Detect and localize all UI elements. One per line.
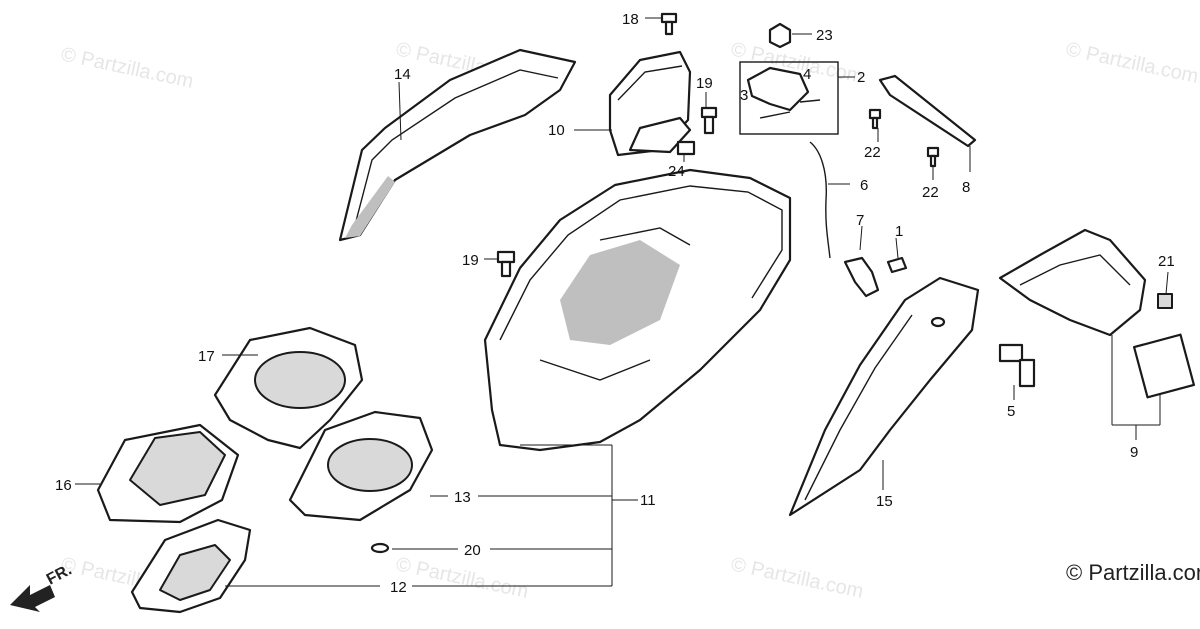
part-16-box — [96, 423, 240, 524]
part-13-tray — [288, 410, 434, 522]
callout-16: 16 — [55, 477, 72, 494]
part-7-bracket — [843, 256, 880, 298]
callout-17: 17 — [198, 348, 215, 365]
watermark: © Partzilla.com — [729, 553, 865, 603]
callout-22-a: 22 — [864, 144, 881, 161]
part-10-cover-box — [608, 50, 692, 157]
part-22-screw-a — [868, 108, 882, 130]
part-19-bolt-lower — [496, 250, 516, 278]
callouts: 1 2 3 4 5 6 7 8 9 10 11 12 13 14 15 16 1… — [55, 11, 1175, 596]
part-2-lock-assembly — [739, 61, 839, 135]
part-18-bolt — [660, 12, 678, 36]
callout-7: 7 — [856, 212, 864, 229]
callout-15: 15 — [876, 493, 893, 510]
part-14-body-cover — [338, 48, 577, 242]
callout-11: 11 — [640, 492, 656, 509]
part-20-washer — [370, 542, 390, 554]
callout-20: 20 — [464, 542, 481, 559]
callout-23: 23 — [816, 27, 833, 44]
callout-6: 6 — [860, 177, 868, 194]
watermark: © Partzilla.com — [394, 553, 530, 603]
front-arrow-icon — [10, 585, 55, 612]
callout-1: 1 — [895, 223, 903, 240]
callout-14: 14 — [394, 66, 411, 83]
callout-8: 8 — [962, 179, 970, 196]
part-15-side-cover — [788, 276, 980, 517]
part-6-cable — [809, 141, 831, 259]
part-22-screw-b — [926, 146, 940, 168]
callout-13: 13 — [454, 489, 471, 506]
part-11-luggage-box — [483, 168, 792, 452]
part-12-lower-cover — [130, 518, 252, 614]
part-1-clip — [886, 256, 908, 274]
callout-21: 21 — [1158, 253, 1175, 270]
part-17-mat — [213, 326, 364, 450]
front-arrow: FR. — [10, 561, 75, 612]
callout-5: 5 — [1007, 403, 1015, 420]
callout-19-lower: 19 — [462, 252, 479, 269]
callout-4: 4 — [803, 66, 811, 83]
callout-19-upper: 19 — [696, 75, 713, 92]
callout-2: 2 — [857, 69, 865, 86]
watermark: © Partzilla.com — [59, 43, 195, 93]
part-5-key-switch — [998, 343, 1036, 388]
part-9-rear-bracket — [998, 228, 1196, 399]
leader-lines — [75, 17, 1169, 587]
part-21-clip — [1157, 293, 1173, 309]
callout-18: 18 — [622, 11, 639, 28]
part-19-bolt-upper — [700, 106, 718, 135]
callout-22-b: 22 — [922, 184, 939, 201]
callout-3: 3 — [740, 87, 748, 104]
part-8-strip — [878, 74, 977, 148]
part-24-clip — [676, 140, 696, 156]
callout-9: 9 — [1130, 444, 1138, 461]
callout-12: 12 — [390, 579, 407, 596]
callout-24: 24 — [668, 163, 685, 180]
part-23-nut — [768, 22, 792, 49]
watermark: © Partzilla.com — [1064, 38, 1200, 88]
copyright-text: © Partzilla.com — [1066, 560, 1200, 585]
callout-10: 10 — [548, 122, 565, 139]
